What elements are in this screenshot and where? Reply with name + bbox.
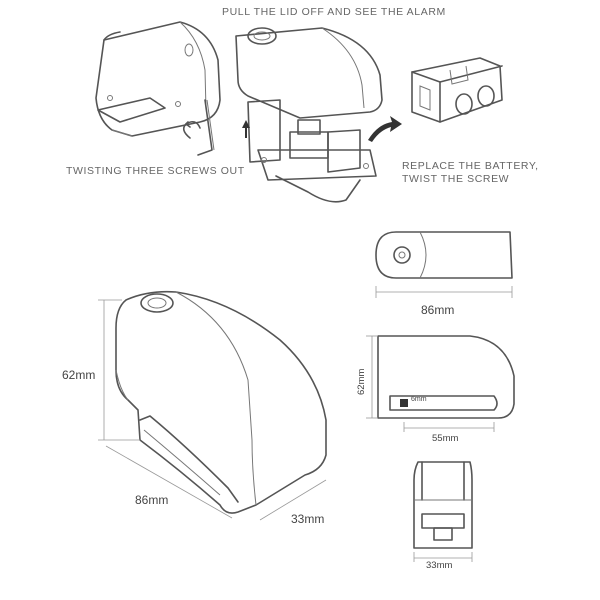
arrow-right-icon [368,116,402,142]
caption-pull-lid: PULL THE LID OFF AND SEE THE ALARM [222,6,446,18]
iso-width-label: 33mm [291,512,325,526]
battery-holder [411,57,503,123]
alarm-unit [247,99,377,203]
side-view-slot-length-label: 55mm [432,433,459,444]
front-view-width-label: 33mm [426,560,453,571]
lock-top-view [375,231,513,298]
lock-front-view [413,461,473,562]
caption-replace-battery-1: REPLACE THE BATTERY, [402,160,539,172]
iso-dimension-lines [98,299,327,521]
lock-body-disassembly [95,21,221,137]
caption-replace-battery-2: TWIST THE SCREW [402,173,510,185]
iso-length-label: 86mm [135,493,169,507]
hex-key-icon [197,99,215,156]
lid-removed [235,27,383,119]
side-view-slot-label: 6mm [411,396,427,403]
caption-twist-screws: TWISTING THREE SCREWS OUT [66,165,245,177]
top-view-length-label: 86mm [421,303,455,317]
lock-side-view [366,335,515,432]
lock-isometric [115,290,327,514]
iso-height-label: 62mm [62,368,96,382]
rotate-arrow-icon [182,120,201,139]
arrow-up-icon [242,120,250,138]
